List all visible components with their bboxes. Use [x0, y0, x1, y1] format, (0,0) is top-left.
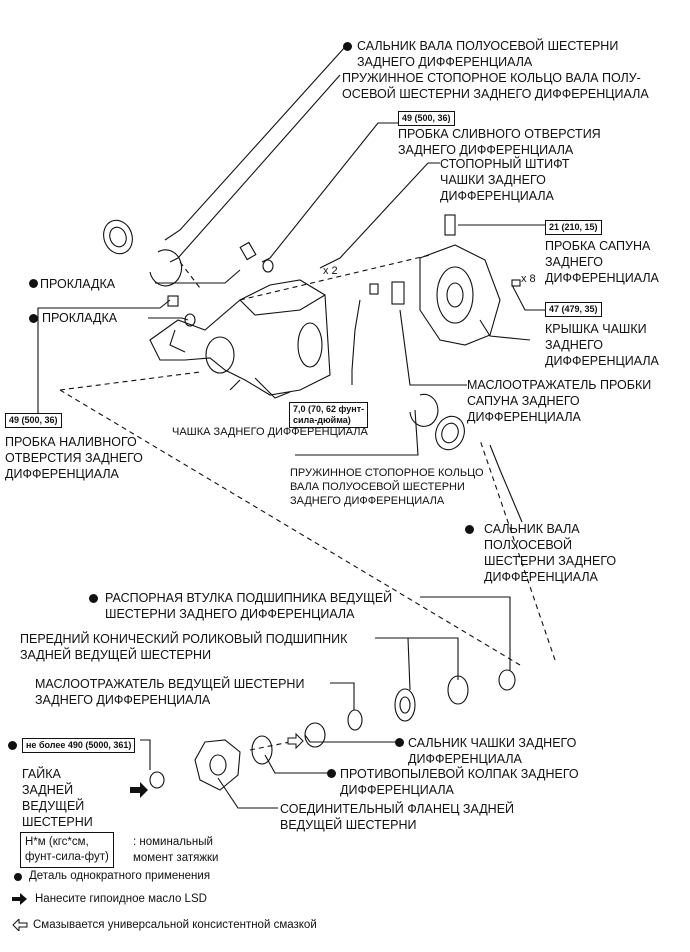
non-reusable-dot-icon: [343, 42, 352, 51]
breather-torque-box: 21 (210, 15): [545, 220, 602, 235]
non-reusable-dot-icon: [8, 741, 17, 750]
leader-line: [479, 319, 531, 341]
non-reusable-dot-icon: [29, 279, 38, 288]
nut-part: [149, 771, 165, 789]
side-seal-part: [103, 219, 133, 255]
non-reusable-dot-icon: [465, 525, 474, 534]
legend-grease-icon: [12, 919, 28, 931]
snap-ring-label: ПРУЖИННОЕ СТОПОРНОЕ КОЛЬЦО ВАЛА ПОЛУ- ОС…: [342, 71, 649, 101]
spacer-label: РАСПОРНАЯ ВТУЛКА ПОДШИПНИКА ВЕДУЩЕЙ ШЕСТ…: [105, 591, 393, 621]
companion-flange-label: СОЕДИНИТЕЛЬНЫЙ ФЛАНЕЦ ЗАДНЕЙ ВЕДУЩЕЙ ШЕС…: [280, 802, 515, 832]
leader-line: [229, 379, 241, 391]
pin-torque-box: 7,0 (70, 62 фунт- сила-дюйма): [289, 402, 369, 428]
snap-ring-part: [409, 393, 439, 427]
snap-ring-part: [149, 249, 183, 287]
oil-slinger-label: МАСЛООТРАЖАТЕЛЬ ВЕДУЩЕЙ ШЕСТЕРНИ ЗАДНЕГО…: [35, 677, 305, 707]
drain-plug-label: ПРОБКА СЛИВНОГО ОТВЕРСТИЯ ЗАДНЕГО ДИФФЕР…: [398, 127, 601, 157]
legend-non-reusable-label: Деталь однократного применения: [29, 870, 211, 882]
legend-lsd-oil-icon: [12, 893, 27, 905]
leader-line: [140, 739, 151, 770]
snap-ring-label-2: ПРУЖИННОЕ СТОПОРНОЕ КОЛЬЦО ВАЛА ПОЛУОСЕВ…: [290, 467, 484, 507]
leader-line: [169, 74, 341, 263]
leader-line: [319, 162, 440, 269]
cover-bolt-part: [511, 279, 521, 287]
carrier-seal-label: САЛЬНИК ЧАШКИ ЗАДНЕГО ДИФФЕРЕНЦИАЛА: [408, 736, 577, 766]
bearing-race-part: [447, 675, 469, 705]
nut-label: ГАЙКА ЗАДНЕЙ ВЕДУЩЕЙ ШЕСТЕРНИ: [22, 767, 93, 829]
legend-non-reusable-icon: [14, 873, 22, 881]
leader-line: [264, 754, 328, 774]
lock-pin-label: СТОПОРНЫЙ ШТИФТ ЧАШКИ ЗАДНЕГО ДИФФЕРЕНЦИ…: [440, 157, 570, 203]
deflector-label: МАСЛООТРАЖАТЕЛЬ ПРОБКИ САПУНА ЗАДНЕГО ДИ…: [467, 378, 652, 424]
carrier-label: ЧАШКА ЗАДНЕГО ДИФФЕРЕНЦИАЛА: [172, 426, 368, 438]
drain-plug-part: [239, 241, 257, 261]
side-seal-part: [435, 415, 465, 451]
assembly-line: [239, 254, 431, 301]
carrier-seal-part: [304, 722, 326, 748]
legend-grease-label: Смазывается универсальной консистентной …: [33, 919, 317, 931]
bearing-part: [394, 688, 416, 722]
filler-plug-label: ПРОБКА НАЛИВНОГО ОТВЕРСТИЯ ЗАДНЕГО ДИФФЕ…: [5, 435, 143, 481]
leader-line: [330, 682, 355, 710]
nut-torque-box: не более 490 (5000, 361): [22, 738, 136, 753]
spacer-part: [498, 669, 516, 691]
grease-arrow-icon: [287, 732, 304, 750]
front-bearing-label: ПЕРЕДНИЙ КОНИЧЕСКИЙ РОЛИКОВЫЙ ПОДШИПНИК …: [20, 632, 348, 662]
oil-slinger-part: [347, 709, 363, 731]
filler-plug-part: [167, 295, 179, 307]
breather-plug-label: ПРОБКА САПУНА ЗАДНЕГО ДИФФЕРЕНЦИАЛА: [545, 239, 659, 285]
leader-line: [304, 734, 395, 743]
drain-torque-box: 49 (500, 36): [398, 111, 455, 126]
leader-line: [399, 309, 467, 386]
leader-line: [148, 317, 189, 321]
cover-label: КРЫШКА ЧАШКИ ЗАДНЕГО ДИФФЕРЕНЦИАЛА: [545, 322, 659, 368]
legend-unit-description: : номинальный момент затяжки: [133, 836, 219, 864]
cover-part: [419, 244, 501, 346]
assembly-line: [59, 371, 201, 391]
legend-lsd-oil-label: Нанесите гипоидное масло LSD: [35, 893, 207, 905]
leader-line: [155, 269, 241, 284]
cover-torque-box: 47 (479, 35): [545, 302, 602, 317]
leader-line: [375, 637, 459, 680]
non-reusable-dot-icon: [327, 769, 336, 778]
leader-line: [420, 596, 511, 670]
leader-line: [351, 299, 361, 385]
gasket-label-1: ПРОКЛАДКА: [40, 277, 116, 291]
leader-line: [375, 637, 411, 691]
assembly-line: [179, 261, 201, 289]
leader-line: [295, 409, 419, 456]
lsd-oil-arrow-icon: [130, 782, 148, 798]
filler-torque-box: 49 (500, 36): [5, 413, 62, 428]
deflector-part: [391, 281, 405, 305]
leader-line: [37, 299, 171, 413]
leader-line: [261, 122, 398, 263]
count-x2-label: x 2: [323, 265, 338, 277]
pin-part: [369, 283, 379, 295]
non-reusable-dot-icon: [89, 594, 98, 603]
non-reusable-dot-icon: [395, 738, 404, 747]
carrier-housing-part: [149, 279, 331, 396]
companion-flange-part: [194, 739, 241, 791]
non-reusable-dot-icon: [29, 314, 38, 323]
breather-plug-part: [444, 214, 456, 236]
leader-line: [489, 444, 523, 523]
rear-seal-label: САЛЬНИК ВАЛА ПОЛУОСЕВОЙ ШЕСТЕРНИ ЗАДНЕГО…: [357, 39, 619, 69]
gasket-label-2: ПРОКЛАДКА: [42, 311, 118, 325]
legend-unit-box: Н*м (кгс*см, фунт-сила-фут): [20, 832, 114, 868]
dust-deflector-label: ПРОТИВОПЫЛЕВОЙ КОЛПАК ЗАДНЕГО ДИФФЕРЕНЦИ…: [340, 767, 579, 797]
dust-deflector-part: [251, 735, 273, 765]
assembly-line: [479, 439, 556, 661]
rear-seal-label-2: САЛЬНИК ВАЛА ПОЛУОСЕВОЙ ШЕСТЕРНИ ЗАДНЕГО…: [484, 522, 617, 584]
count-x8-label: x 8: [521, 273, 536, 285]
leader-line: [217, 777, 278, 809]
leader-line: [511, 284, 545, 311]
leader-line: [164, 46, 346, 241]
